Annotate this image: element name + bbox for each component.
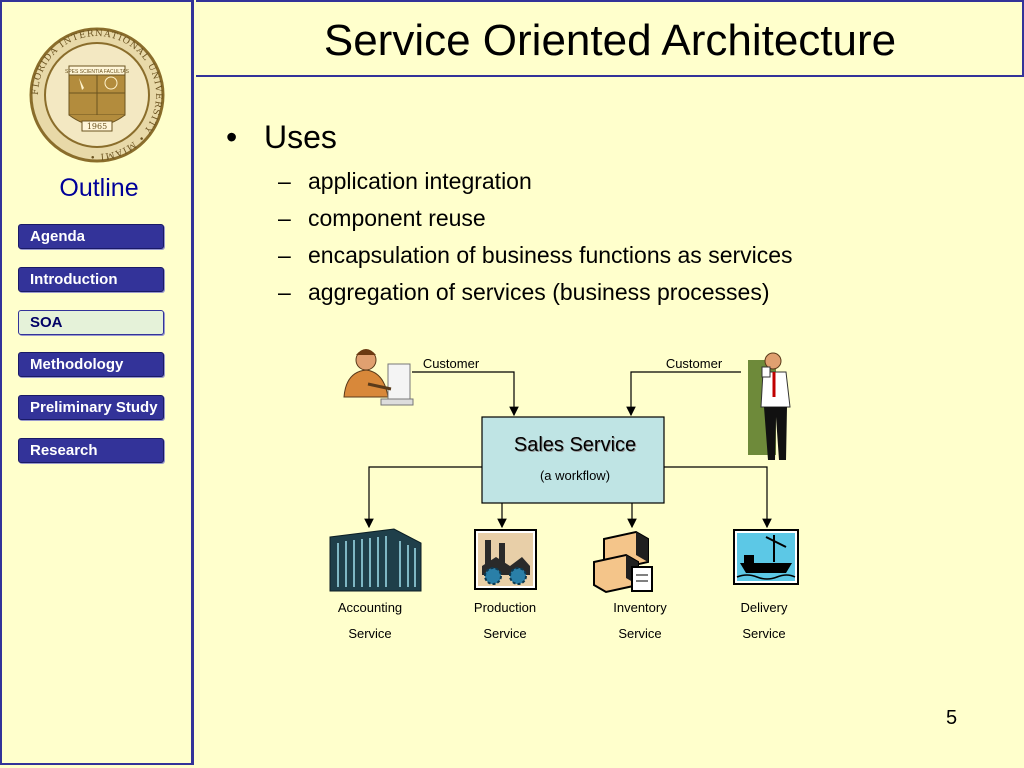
sub-item: –encapsulation of business functions as … — [278, 242, 793, 268]
customer-at-computer-icon — [343, 349, 414, 406]
service-label-line1: Production — [474, 600, 536, 615]
sub-item: –application integration — [278, 168, 532, 194]
outline-heading: Outline — [59, 174, 139, 202]
sub-item-text: component reuse — [308, 205, 486, 231]
office-building-icon — [329, 528, 422, 592]
service-label-line1: Delivery — [741, 600, 788, 615]
sub-item: –aggregation of services (business proce… — [278, 279, 770, 305]
bullet-text: Uses — [264, 119, 337, 155]
sub-item-text: encapsulation of business functions as s… — [308, 242, 793, 268]
service-label-line2: Service — [483, 626, 526, 641]
nav-item-preliminary-study[interactable]: Preliminary Study — [18, 395, 164, 420]
sub-item: –component reuse — [278, 205, 486, 231]
title-bar: Service Oriented Architecture — [196, 0, 1024, 77]
sales-service-box — [481, 416, 665, 504]
sub-item-text: application integration — [308, 168, 532, 194]
sidebar: FLORIDA INTERNATIONAL UNIVERSITY • MIAMI… — [0, 0, 194, 765]
nav-item-research[interactable]: Research — [18, 438, 164, 463]
svg-text:1965: 1965 — [87, 122, 107, 131]
bullet-uses: • Uses — [226, 119, 337, 156]
university-seal-icon: FLORIDA INTERNATIONAL UNIVERSITY • MIAMI… — [29, 27, 165, 163]
soa-diagram: Customer Customer Sales Service Sales Se… — [329, 349, 799, 641]
ship-icon — [733, 529, 799, 585]
slide-title: Service Oriented Architecture — [323, 16, 897, 65]
customer-standing-icon — [748, 352, 791, 460]
nav-item-methodology[interactable]: Methodology — [18, 352, 164, 377]
bullet-marker: • — [226, 119, 238, 155]
sales-service-subtitle: (a workflow) — [540, 468, 610, 483]
factory-icon — [474, 529, 537, 590]
slide-content: • Uses –application integration –componen… — [196, 77, 1024, 768]
nav-item-agenda[interactable]: Agenda — [18, 224, 164, 249]
svg-text:SPES SCIENTIA FACULTAS: SPES SCIENTIA FACULTAS — [65, 69, 130, 75]
sub-item-text: aggregation of services (business proces… — [308, 279, 770, 305]
page-number: 5 — [946, 707, 958, 729]
nav-item-soa[interactable]: SOA — [18, 310, 164, 335]
sales-service-shadow: Sales Service — [515, 435, 637, 457]
service-label-line1: Accounting — [338, 600, 402, 615]
service-label-line2: Service — [348, 626, 391, 641]
nav-item-introduction[interactable]: Introduction — [18, 267, 164, 292]
service-label-line2: Service — [618, 626, 661, 641]
service-label-line1: Inventory — [613, 600, 667, 615]
customer-label-right: Customer — [666, 356, 723, 371]
service-label-line2: Service — [742, 626, 785, 641]
customer-label-left: Customer — [423, 356, 480, 371]
sales-service-title: Sales Service — [514, 434, 636, 456]
boxes-icon — [593, 530, 653, 594]
